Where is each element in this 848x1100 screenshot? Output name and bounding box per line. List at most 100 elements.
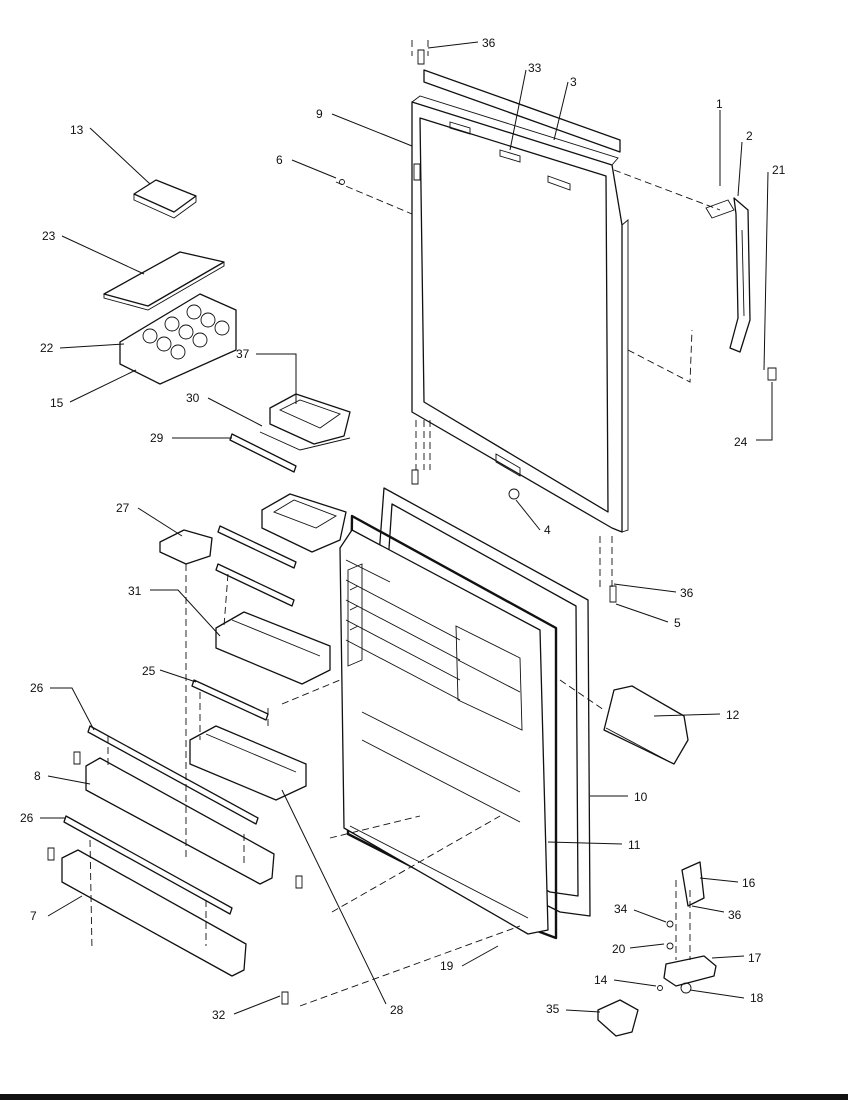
svg-text:26: 26 xyxy=(30,681,44,695)
upper-door-frame xyxy=(411,95,629,533)
svg-text:3: 3 xyxy=(570,75,577,89)
callout-6: 6 xyxy=(276,153,337,179)
callout-20: 20 xyxy=(612,942,665,956)
svg-text:17: 17 xyxy=(748,951,762,965)
svg-text:7: 7 xyxy=(30,909,37,923)
lower-hinge-cover xyxy=(597,999,639,1037)
svg-text:26: 26 xyxy=(20,811,34,825)
callout-29: 29 xyxy=(150,431,232,445)
butter-dish-lower xyxy=(261,493,347,553)
callout-37: 37 xyxy=(236,347,297,404)
callout-22: 22 xyxy=(40,341,125,355)
svg-text:25: 25 xyxy=(142,664,156,678)
long-rail-upper xyxy=(87,725,259,825)
footer-rule xyxy=(0,1094,848,1100)
svg-text:1: 1 xyxy=(716,97,723,111)
assembly-dashed-lines xyxy=(89,40,721,1007)
svg-text:33: 33 xyxy=(528,61,542,75)
butter-dish-upper xyxy=(259,393,351,451)
egg-tray-lid xyxy=(103,251,225,311)
callout-36b: 36 xyxy=(613,583,694,600)
callout-1: 1 xyxy=(716,97,723,186)
callout-19: 19 xyxy=(440,945,499,973)
door-bin-28 xyxy=(189,725,307,801)
top-hinge-bar xyxy=(423,69,621,191)
svg-text:35: 35 xyxy=(546,1002,560,1016)
callout-26b: 26 xyxy=(20,811,66,825)
svg-text:16: 16 xyxy=(742,876,756,890)
hardware-screws xyxy=(47,49,777,1005)
callout-8: 8 xyxy=(34,769,91,785)
callout-2: 2 xyxy=(737,129,753,197)
callout-3: 3 xyxy=(553,75,577,141)
svg-text:14: 14 xyxy=(594,973,608,987)
svg-text:30: 30 xyxy=(186,391,200,405)
door-bin-31 xyxy=(215,611,331,685)
svg-text:18: 18 xyxy=(750,991,764,1005)
svg-text:32: 32 xyxy=(212,1008,226,1022)
door-shelf-7 xyxy=(61,849,247,977)
svg-text:11: 11 xyxy=(628,838,641,852)
svg-text:10: 10 xyxy=(634,790,648,804)
svg-text:20: 20 xyxy=(612,942,626,956)
callout-35: 35 xyxy=(546,1002,601,1016)
egg-tray xyxy=(119,293,237,385)
door-shelf-8 xyxy=(85,757,275,885)
door-liner-shelf-rails xyxy=(347,563,363,667)
callout-25: 25 xyxy=(142,664,197,683)
callout-4: 4 xyxy=(515,499,551,537)
callout-36c: 36 xyxy=(691,905,742,922)
callout-11: 11 xyxy=(547,838,641,852)
svg-text:13: 13 xyxy=(70,123,84,137)
svg-text:9: 9 xyxy=(316,107,323,121)
callout-36a: 36 xyxy=(427,36,496,50)
svg-text:24: 24 xyxy=(734,435,748,449)
callout-31: 31 xyxy=(128,584,221,637)
lower-hinge-bracket xyxy=(663,955,717,994)
svg-text:36: 36 xyxy=(482,36,496,50)
svg-text:12: 12 xyxy=(726,708,740,722)
callout-30: 30 xyxy=(186,391,263,427)
svg-text:8: 8 xyxy=(34,769,41,783)
callout-23: 23 xyxy=(42,229,145,275)
lower-door-liner xyxy=(339,529,549,935)
svg-text:5: 5 xyxy=(674,616,681,630)
svg-text:28: 28 xyxy=(390,1003,404,1017)
callout-12: 12 xyxy=(653,708,740,722)
door-bar-31 xyxy=(215,563,295,607)
callout-18: 18 xyxy=(689,989,764,1005)
svg-text:36: 36 xyxy=(728,908,742,922)
svg-text:37: 37 xyxy=(236,347,250,361)
callout-24: 24 xyxy=(734,382,773,449)
door-bar-25 xyxy=(191,679,269,721)
callout-15: 15 xyxy=(50,369,137,410)
svg-text:15: 15 xyxy=(50,396,64,410)
callout-27: 27 xyxy=(116,501,183,537)
svg-text:23: 23 xyxy=(42,229,56,243)
hinge-plate-16 xyxy=(681,861,705,907)
callout-17: 17 xyxy=(711,951,762,965)
svg-text:21: 21 xyxy=(772,163,786,177)
callout-9: 9 xyxy=(316,107,413,147)
door-bar-29 xyxy=(229,433,297,473)
callout-5: 5 xyxy=(615,603,681,630)
svg-text:22: 22 xyxy=(40,341,54,355)
callout-32: 32 xyxy=(212,995,281,1022)
svg-text:34: 34 xyxy=(614,902,628,916)
dairy-compartment xyxy=(159,529,213,565)
small-tray xyxy=(133,179,197,219)
svg-text:2: 2 xyxy=(746,129,753,143)
svg-text:6: 6 xyxy=(276,153,283,167)
door-handle xyxy=(705,197,751,353)
callout-10: 10 xyxy=(590,790,648,804)
callout-7: 7 xyxy=(30,895,83,923)
svg-text:31: 31 xyxy=(128,584,142,598)
callout-14: 14 xyxy=(594,973,657,987)
door-bar-upper xyxy=(217,525,297,569)
callout-28: 28 xyxy=(281,789,404,1017)
callout-21: 21 xyxy=(763,163,786,371)
svg-text:4: 4 xyxy=(544,523,551,537)
long-rail-lower xyxy=(63,815,233,915)
callout-13: 13 xyxy=(70,123,151,185)
